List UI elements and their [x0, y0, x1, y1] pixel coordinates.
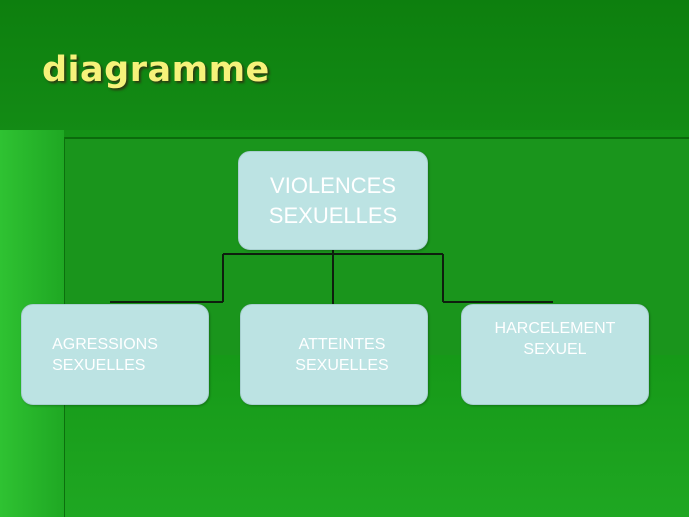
node-harcelement-sexuel: HARCELEMENT SEXUEL: [461, 304, 649, 405]
node-label: AGRESSIONS SEXUELLES: [52, 335, 158, 374]
node-label: ATTEINTES SEXUELLES: [295, 335, 389, 374]
node-label: HARCELEMENT SEXUEL: [494, 319, 616, 358]
node-agressions-sexuelles: AGRESSIONS SEXUELLES: [21, 304, 209, 405]
node-violences-sexuelles: VIOLENCES SEXUELLES: [238, 151, 428, 250]
node-atteintes-sexuelles: ATTEINTES SEXUELLES: [240, 304, 428, 405]
slide-title: diagramme: [42, 50, 270, 90]
node-label: VIOLENCES SEXUELLES: [268, 172, 398, 228]
background-band: [0, 0, 689, 130]
